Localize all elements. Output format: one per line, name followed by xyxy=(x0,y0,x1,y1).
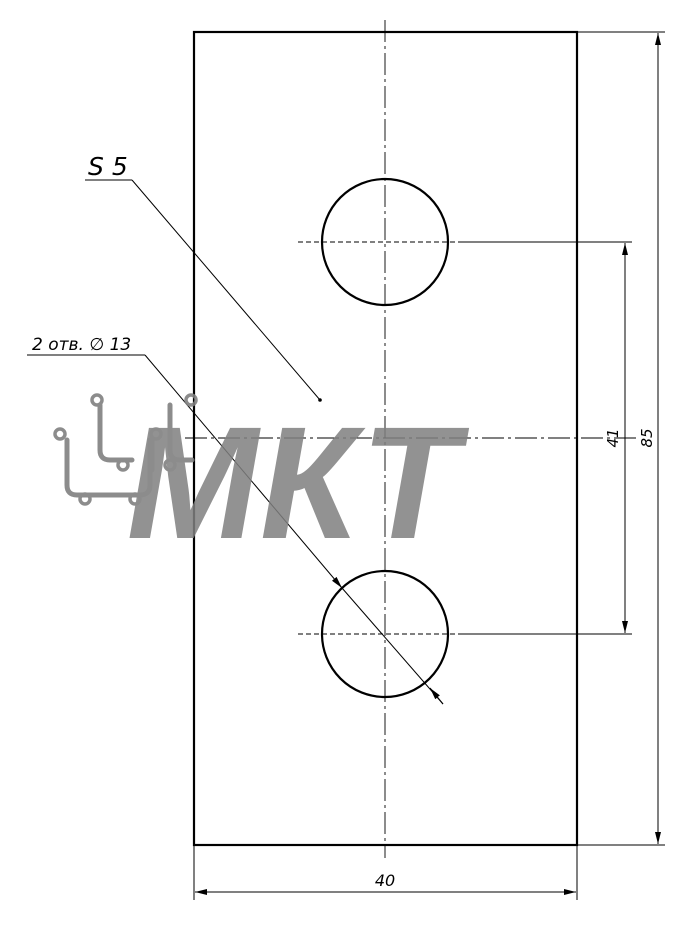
holes-leader-line xyxy=(144,354,343,589)
holes-diameter-arrow xyxy=(429,687,444,705)
thickness-label: S 5 xyxy=(88,152,128,181)
thickness-leader-line xyxy=(131,179,321,401)
watermark-logo-icon xyxy=(53,393,198,506)
watermark-text: МКТ xyxy=(113,394,477,573)
spacing-dimension-value: 41 xyxy=(604,428,622,447)
thickness-leader-dot xyxy=(318,398,322,402)
holes-diameter-line xyxy=(341,587,444,705)
height-dimension-value: 85 xyxy=(638,428,656,447)
watermark: МКТ xyxy=(53,393,477,573)
width-dimension-value: 40 xyxy=(375,871,395,890)
plate-outline xyxy=(192,30,579,847)
holes-label: 2 отв. ∅ 13 xyxy=(32,335,131,355)
